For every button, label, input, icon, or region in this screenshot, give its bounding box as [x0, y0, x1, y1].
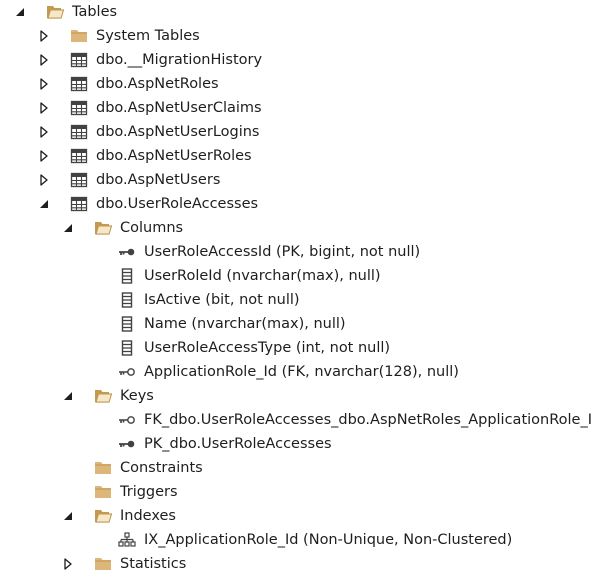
tree-node-label: Name (nvarchar(max), null) — [144, 316, 346, 332]
foreign-key-icon — [118, 412, 136, 428]
foreign-key-icon — [118, 364, 136, 380]
tree-node-label: Keys — [120, 388, 154, 404]
expanded-arrow-icon[interactable] — [62, 510, 74, 522]
folder-icon — [94, 484, 112, 500]
folder-icon — [94, 460, 112, 476]
open-folder-icon — [94, 508, 112, 524]
folder-icon — [70, 28, 88, 44]
expanded-arrow-icon[interactable] — [62, 390, 74, 402]
tree-node-label: IsActive (bit, not null) — [144, 292, 300, 308]
tree-node-label: Triggers — [120, 484, 178, 500]
collapsed-arrow-icon[interactable] — [62, 558, 74, 570]
table-icon — [70, 148, 88, 164]
tree-node-label: dbo.AspNetUserClaims — [96, 100, 262, 116]
primary-key-icon — [118, 244, 136, 260]
primary-key-icon — [118, 436, 136, 452]
tree-node-label: dbo.AspNetUserLogins — [96, 124, 260, 140]
column-icon — [118, 316, 136, 332]
open-folder-icon — [94, 388, 112, 404]
tree-node-label: System Tables — [96, 28, 200, 44]
table-icon — [70, 52, 88, 68]
tree-node-label: dbo.__MigrationHistory — [96, 52, 263, 68]
tree-node-label: PK_dbo.UserRoleAccesses — [144, 436, 332, 452]
collapsed-arrow-icon[interactable] — [38, 78, 50, 90]
tree-node-label: Constraints — [120, 460, 203, 476]
collapsed-arrow-icon[interactable] — [38, 102, 50, 114]
collapsed-arrow-icon[interactable] — [38, 30, 50, 42]
collapsed-arrow-icon[interactable] — [38, 54, 50, 66]
tree-node-label: UserRoleAccessType (int, not null) — [144, 340, 391, 356]
collapsed-arrow-icon[interactable] — [38, 126, 50, 138]
table-icon — [70, 172, 88, 188]
tree-node-label: UserRoleAccessId (PK, bigint, not null) — [144, 244, 421, 260]
tree-node-label: dbo.UserRoleAccesses — [96, 196, 259, 212]
table-icon — [70, 100, 88, 116]
index-icon — [118, 532, 136, 548]
tree-node-label: dbo.AspNetUserRoles — [96, 148, 252, 164]
column-icon — [118, 292, 136, 308]
open-folder-icon — [46, 4, 64, 20]
expanded-arrow-icon[interactable] — [38, 198, 50, 210]
folder-icon — [94, 556, 112, 572]
tree-node-label: UserRoleId (nvarchar(max), null) — [144, 268, 381, 284]
tree-node-label: Columns — [120, 220, 184, 236]
table-icon — [70, 196, 88, 212]
tree-node-label: IX_ApplicationRole_Id (Non-Unique, Non-C… — [144, 532, 513, 548]
collapsed-arrow-icon[interactable] — [38, 150, 50, 162]
tree-node-label: dbo.AspNetRoles — [96, 76, 219, 92]
expanded-arrow-icon[interactable] — [62, 222, 74, 234]
tree-node-label: FK_dbo.UserRoleAccesses_dbo.AspNetRoles_… — [144, 412, 592, 428]
tree-node-label: Indexes — [120, 508, 176, 524]
tree-node-label: Tables — [72, 4, 118, 20]
tree-node-label: dbo.AspNetUsers — [96, 172, 221, 188]
open-folder-icon — [94, 220, 112, 236]
column-icon — [118, 268, 136, 284]
tree-node-label: ApplicationRole_Id (FK, nvarchar(128), n… — [144, 364, 459, 380]
column-icon — [118, 340, 136, 356]
table-icon — [70, 124, 88, 140]
table-icon — [70, 76, 88, 92]
expanded-arrow-icon[interactable] — [14, 6, 26, 18]
tree-node-label: Statistics — [120, 556, 187, 572]
collapsed-arrow-icon[interactable] — [38, 174, 50, 186]
